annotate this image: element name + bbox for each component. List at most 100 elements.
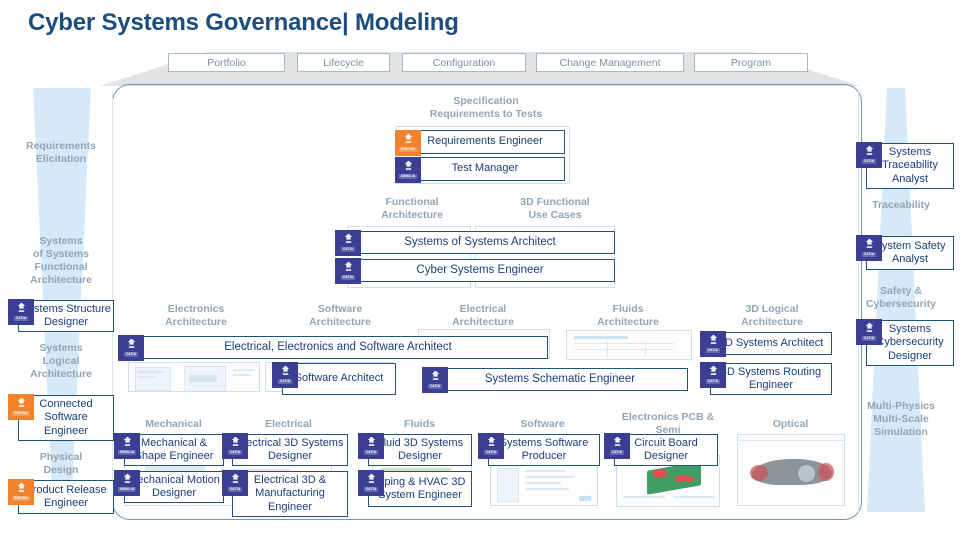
role-card-systems-of-systems-architect[interactable]: CATIA Systems of Systems Architect xyxy=(335,230,615,256)
catia-badge-icon: CATIA xyxy=(700,362,726,388)
role-label: 3D Systems Architect xyxy=(718,336,824,349)
role-card-electrical-3d-manufacturing-engineer[interactable]: CATIA Electrical 3D & Manufacturing Engi… xyxy=(222,470,348,517)
role-label: System Safety Analyst xyxy=(874,239,946,266)
brand-tag: CATIA xyxy=(363,449,379,455)
role-card-software-architect[interactable]: CATIA Software Architect xyxy=(272,362,396,395)
role-label: Software Architect xyxy=(294,372,384,385)
tab-bar: Portfolio Lifecycle Configuration Change… xyxy=(168,53,808,73)
section-label-mechanical: Mechanical xyxy=(145,418,202,430)
stage-label-physical-design: Physical Design xyxy=(39,451,83,476)
role-label: Electrical 3D & Manufacturing Engineer xyxy=(253,473,327,513)
tab-configuration[interactable]: Configuration xyxy=(402,53,526,72)
role-label: Electrical 3D Systems Designer xyxy=(236,436,344,463)
role-card-systems-traceability-analyst[interactable]: CATIA Systems Traceability Analyst xyxy=(856,142,954,189)
role-card-systems-structure-designer[interactable]: CATIA Systems Structure Designer xyxy=(8,299,114,332)
role-card-systems-software-producer[interactable]: CATIA Systems Software Producer xyxy=(478,433,600,466)
section-label-electrical-architecture: Electrical Architecture xyxy=(452,303,514,328)
role-label: Systems Schematic Engineer xyxy=(484,372,636,385)
brand-tag: ENOVIA xyxy=(12,495,30,501)
stage-label-systems-logical-architecture: Systems Logical Architecture xyxy=(30,342,92,380)
brand-tag: CATIA xyxy=(227,486,243,492)
group-outline-3d-functional xyxy=(475,226,615,288)
catia-badge-icon: CATIA xyxy=(222,433,248,459)
brand-tag: CATIA xyxy=(13,315,29,321)
role-label: Systems Cybersecurity Designer xyxy=(876,322,944,362)
section-label-fluids-architecture: Fluids Architecture xyxy=(597,303,659,328)
thumbnail-software xyxy=(490,462,598,506)
role-label: Mechanical Motion Designer xyxy=(128,473,220,500)
section-label-functional-architecture: Functional Architecture xyxy=(381,196,443,221)
section-label-electronics-architecture: Electronics Architecture xyxy=(165,303,227,328)
section-label-electrical-domain: Electrical xyxy=(265,418,312,430)
brand-tag: ENOVIA xyxy=(12,410,30,416)
section-label-software: Software xyxy=(520,418,565,430)
brand-tag: CATIA xyxy=(861,251,877,257)
role-card-systems-schematic-engineer[interactable]: CATIA Systems Schematic Engineer xyxy=(422,367,688,393)
role-label: Systems of Systems Architect xyxy=(404,235,556,248)
catia-badge-icon: CATIA xyxy=(604,433,630,459)
brand-tag: CATIA xyxy=(340,246,356,252)
catia-badge-icon: CATIA xyxy=(222,470,248,496)
enovia-badge-icon: ENOVIA xyxy=(395,130,421,156)
brand-tag: CATIA xyxy=(483,449,499,455)
role-label: Requirements Engineer xyxy=(427,135,543,148)
catia-badge-icon: CATIA xyxy=(118,335,144,361)
page-title: Cyber Systems Governance| Modeling xyxy=(28,9,459,36)
stage-label-multi-physics-multi-scale-simulation: Multi-Physics Multi-Scale Simulation xyxy=(867,400,935,438)
role-label: Piping & HVAC 3D System Engineer xyxy=(374,475,466,502)
section-label-3d-logical-architecture: 3D Logical Architecture xyxy=(741,303,803,328)
role-card-circuit-board-designer[interactable]: CATIA Circuit Board Designer xyxy=(604,433,718,466)
role-card-requirements-engineer[interactable]: ENOVIA Requirements Engineer xyxy=(395,130,565,156)
role-label: Test Manager xyxy=(451,162,519,175)
simulia-badge-icon: SIMULIA xyxy=(395,157,421,183)
role-label: Systems Structure Designer xyxy=(21,302,111,329)
role-label: 3D Systems Routing Engineer xyxy=(720,365,822,392)
brand-tag: SIMULIA xyxy=(398,173,418,179)
stage-label-systems-of-systems-functional-architecture: Systems of Systems Functional Architectu… xyxy=(30,235,92,286)
role-label: Circuit Board Designer xyxy=(634,436,698,463)
role-label: Cyber Systems Engineer xyxy=(416,263,544,276)
stage-label-traceability: Traceability xyxy=(872,199,930,211)
thumbnail-optical xyxy=(737,434,845,506)
tab-change-management[interactable]: Change Management xyxy=(536,53,684,72)
tab-label: Lifecycle xyxy=(323,56,364,69)
role-card-electrical-3d-systems-designer[interactable]: CATIA Electrical 3D Systems Designer xyxy=(222,433,348,466)
enovia-badge-icon: ENOVIA xyxy=(8,479,34,505)
role-label: Connected Software Engineer xyxy=(39,397,93,437)
role-card-fluid-3d-systems-designer[interactable]: CATIA Fluid 3D Systems Designer xyxy=(358,433,472,466)
catia-badge-icon: CATIA xyxy=(358,433,384,459)
role-card-piping-hvac-3d-system-engineer[interactable]: CATIA Piping & HVAC 3D System Engineer xyxy=(358,470,472,507)
tab-label: Configuration xyxy=(432,56,496,69)
catia-badge-icon: CATIA xyxy=(272,362,298,388)
role-card-3d-systems-architect[interactable]: CATIA 3D Systems Architect xyxy=(700,331,832,357)
section-label-electronics-pcb-semi: Electronics PCB & Semi xyxy=(621,411,715,436)
role-card-connected-software-engineer[interactable]: ENOVIA Connected Software Engineer xyxy=(8,394,114,441)
tab-lifecycle[interactable]: Lifecycle xyxy=(297,53,390,72)
brand-tag: CATIA xyxy=(705,347,721,353)
tab-program[interactable]: Program xyxy=(694,53,808,72)
brand-tag: ENOVIA xyxy=(399,146,417,152)
brand-tag: CATIA xyxy=(363,486,379,492)
role-card-test-manager[interactable]: SIMULIA Test Manager xyxy=(395,157,565,183)
tab-portfolio[interactable]: Portfolio xyxy=(168,53,285,72)
role-card-3d-systems-routing-engineer[interactable]: CATIA 3D Systems Routing Engineer xyxy=(700,362,832,395)
role-card-product-release-engineer[interactable]: ENOVIA Product Release Engineer xyxy=(8,479,114,514)
role-card-system-safety-analyst[interactable]: CATIA System Safety Analyst xyxy=(856,235,954,270)
brand-tag: CATIA xyxy=(861,335,877,341)
role-label: Product Release Engineer xyxy=(25,483,107,510)
brand-tag: CATIA xyxy=(705,378,721,384)
catia-badge-icon: CATIA xyxy=(856,319,882,345)
role-card-mechanical-shape-engineer[interactable]: SIMULIA Mechanical & Shape Engineer xyxy=(114,433,224,466)
brand-tag: CATIA xyxy=(277,378,293,384)
brand-tag: CATIA xyxy=(123,351,139,357)
role-card-systems-cybersecurity-designer[interactable]: CATIA Systems Cybersecurity Designer xyxy=(856,319,954,366)
tab-label: Portfolio xyxy=(207,56,246,69)
role-card-mechanical-motion-designer[interactable]: SIMULIA Mechanical Motion Designer xyxy=(114,470,224,503)
catia-badge-icon: CATIA xyxy=(700,331,726,357)
simulia-badge-icon: SIMULIA xyxy=(114,433,140,459)
thumbnail-electronics-architecture xyxy=(128,362,260,392)
catia-badge-icon: CATIA xyxy=(8,299,34,325)
role-card-electrical-electronics-software-architect[interactable]: CATIA Electrical, Electronics and Softwa… xyxy=(118,335,548,361)
role-card-cyber-systems-engineer[interactable]: CATIA Cyber Systems Engineer xyxy=(335,258,615,284)
